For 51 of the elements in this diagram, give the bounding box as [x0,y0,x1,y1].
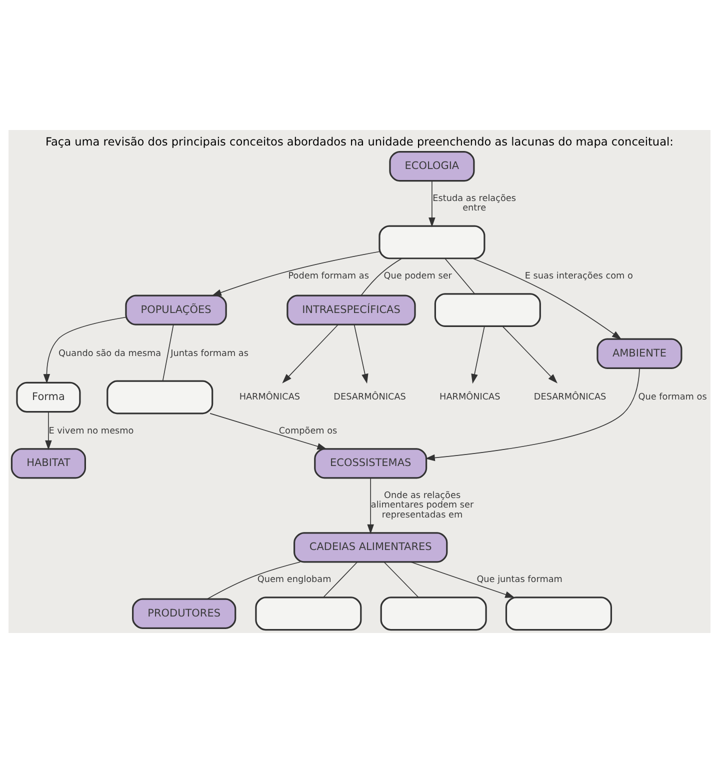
arrow [212,250,380,296]
node-text: DESARMÔNICAS [534,392,606,402]
diagram-title: Faça uma revisão dos principais conceitos abordados na unidade preenchendo as lacunas do mapa conceitual: [46,135,674,148]
edge-label: Onde as relações alimentares podem ser representadas em [370,490,474,520]
edge-label: E vivem no mesmo [48,426,134,436]
arrow [428,180,436,227]
node-box: PRODUTORES [132,598,236,628]
arrow [367,477,374,534]
arrow [502,326,558,383]
connector [162,324,174,381]
edge-label: Que podem ser [384,270,452,281]
connector [384,561,420,598]
node-box: HABITAT [10,448,86,478]
edge-label: Quando são da mesma [58,348,162,358]
edge-label: Que juntas formam [476,574,562,584]
node-text: HARMÔNICAS [239,392,300,402]
connector [206,561,301,599]
node-box: ECOLOGIA [389,150,475,182]
node-box [505,596,612,630]
node-box: AMBIENTE [596,338,682,368]
edge-label: Compõem os [278,426,338,436]
node-box: CADEIAS ALIMENTARES [294,532,448,562]
arrow [43,316,126,384]
node-box: POPULAÇÕES [125,294,227,325]
node-box: Forma [16,381,81,412]
node-box [378,224,486,259]
node-box [106,380,214,414]
arrow [282,324,339,383]
arrow [425,367,640,461]
arrow [472,258,622,340]
node-box: INTRAESPECÍFICAS [286,294,416,325]
connector [444,257,476,294]
edge-label: Podem formam as [288,270,369,281]
arrow [45,411,52,450]
node-box: ECOSSISTEMAS [314,448,428,478]
edge-label: Estuda as relações entre [432,193,516,214]
connector [322,561,358,598]
node-text: HARMÔNICAS [440,392,500,402]
edge-label: Quem englobam [257,574,332,584]
node-text: DESARMÔNICAS [334,392,406,402]
arrow [210,412,327,450]
connector [360,258,402,296]
edge-label: Que formam os [638,392,707,402]
arrow [354,324,368,384]
arrow [471,326,485,384]
node-box [434,292,541,326]
node-box [380,596,487,630]
edge-label: Juntas formam as [170,348,248,358]
edge-label: E suas interações com o [524,270,633,281]
node-box [255,596,362,630]
arrow [410,561,515,598]
